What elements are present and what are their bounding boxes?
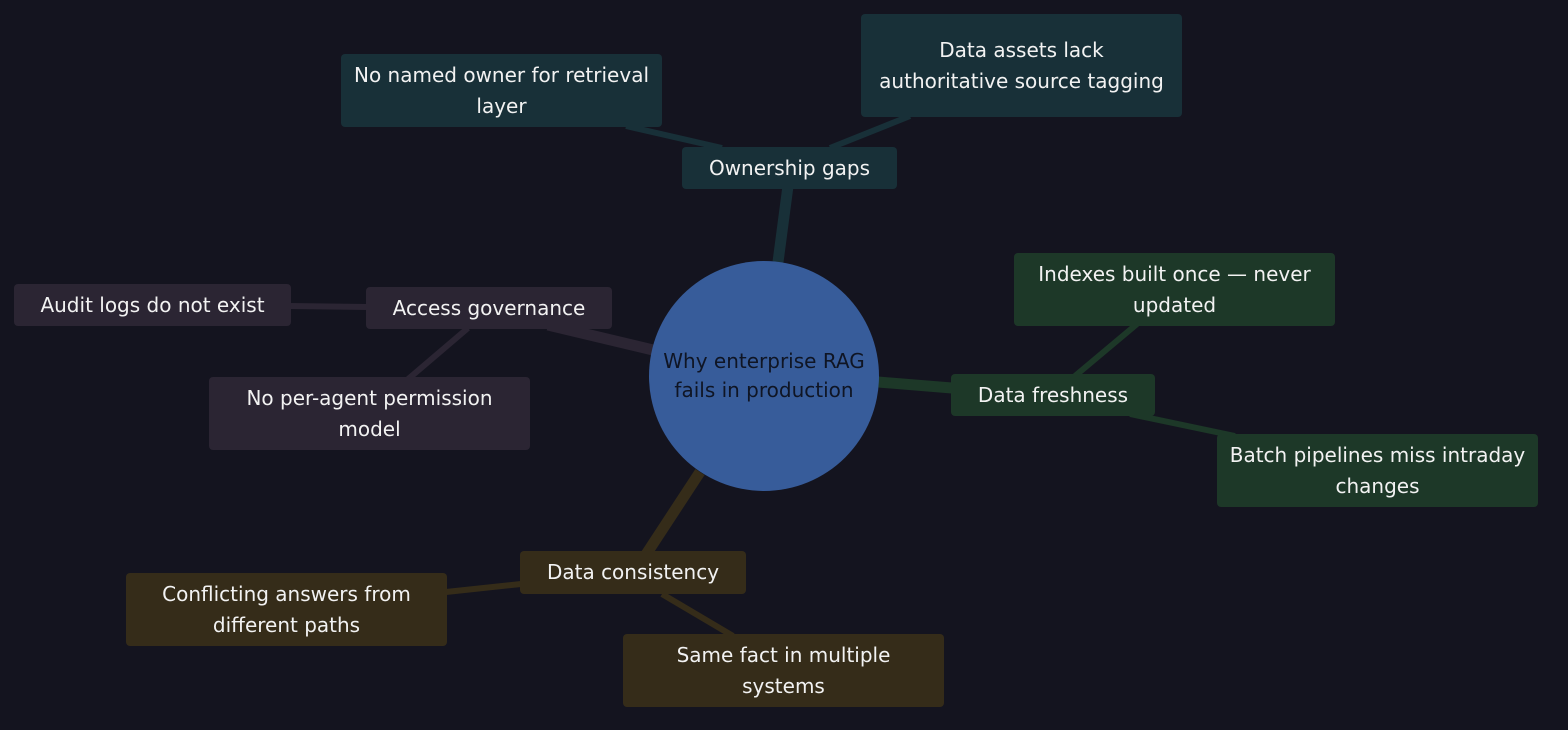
leaf-data-assets-tagging: Data assets lack authoritative source ta…: [861, 14, 1182, 117]
link-freshness-leaf-2: [1129, 411, 1236, 439]
link-root-ownership: [772, 185, 794, 263]
link-ownership-leaf-2: [828, 113, 912, 151]
leaf-conflicting-answers: Conflicting answers from different paths: [126, 573, 447, 646]
leaf-no-named-owner: No named owner for retrieval layer: [341, 54, 662, 127]
link-root-consistency: [640, 468, 705, 560]
link-consistency-leaf-2: [660, 591, 735, 639]
branch-data-consistency: Data consistency: [520, 551, 746, 594]
link-ownership-leaf-1: [625, 123, 723, 151]
leaf-batch-pipelines: Batch pipelines miss intraday changes: [1217, 434, 1538, 507]
branch-data-freshness: Data freshness: [951, 374, 1155, 416]
branch-ownership-gaps: Ownership gaps: [682, 147, 897, 189]
link-consistency-leaf-1: [445, 581, 522, 595]
link-access-leaf-1: [289, 303, 368, 310]
link-root-access: [546, 319, 655, 356]
leaf-audit-logs: Audit logs do not exist: [14, 284, 291, 326]
leaf-same-fact-multiple-systems: Same fact in multiple systems: [623, 634, 944, 707]
branch-access-governance: Access governance: [366, 287, 612, 329]
link-root-freshness: [877, 376, 953, 394]
root-node: Why enterprise RAG fails in production: [649, 261, 879, 491]
leaf-indexes-built-once: Indexes built once — never updated: [1014, 253, 1335, 326]
link-access-leaf-2: [405, 325, 470, 383]
leaf-per-agent-permission: No per-agent permission model: [209, 377, 530, 450]
link-freshness-leaf-1: [1073, 321, 1139, 379]
